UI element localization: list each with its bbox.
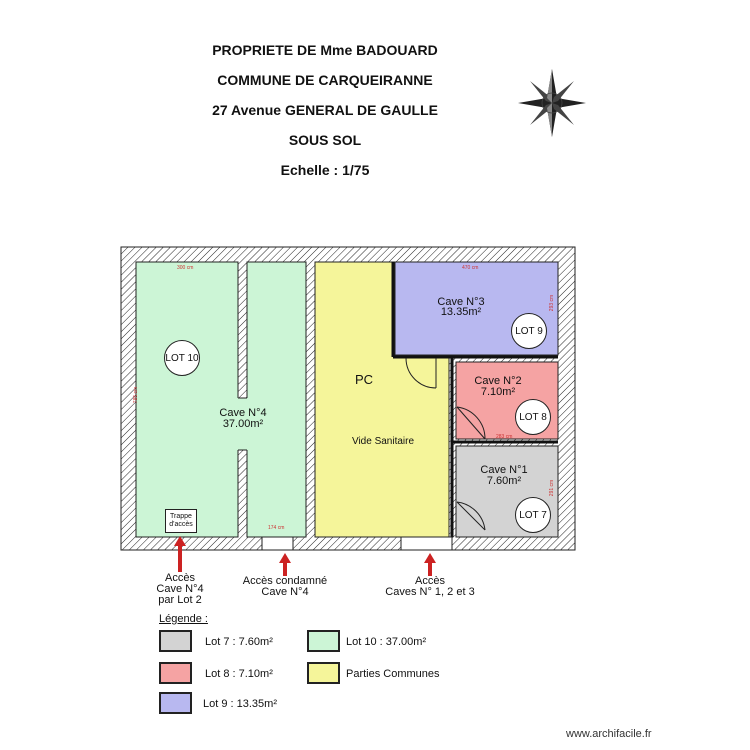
access-lot2-line1: Accès xyxy=(165,572,195,584)
access-caves-line2: Caves N° 1, 2 et 3 xyxy=(385,586,475,598)
trappe-acces: Trappe d'accès xyxy=(165,509,197,533)
dim-291: 291 cm xyxy=(549,479,556,497)
legend-title: Légende : xyxy=(159,613,208,625)
access-condamne-line2: Cave N°4 xyxy=(261,586,309,598)
access-lot2-line3: par Lot 2 xyxy=(158,594,202,606)
lot8-badge: LOT 8 xyxy=(515,399,551,435)
dim-174: 174 cm xyxy=(268,525,285,531)
lot10-badge: LOT 10 xyxy=(164,340,200,376)
legend-swatch-pc xyxy=(307,662,340,684)
title-commune: COMMUNE DE CARQUEIRANNE xyxy=(217,72,433,88)
legend-label-lot7: Lot 7 : 7.60m² xyxy=(205,636,273,648)
arrow-access-condamne xyxy=(279,553,291,576)
lot9-badge: LOT 9 xyxy=(511,313,547,349)
cave2-area: 7.10m² xyxy=(480,386,516,398)
title-owner: PROPRIETE DE Mme BADOUARD xyxy=(212,42,438,58)
door-cave1 xyxy=(456,501,486,531)
access-caves-line1: Accès xyxy=(415,575,445,587)
watermark: www.archifacile.fr xyxy=(566,728,652,740)
title-scale: Echelle : 1/75 xyxy=(280,162,370,178)
legend-label-lot8: Lot 8 : 7.10m² xyxy=(205,668,273,680)
cave1-area: 7.60m² xyxy=(486,475,522,487)
cave1-name: Cave N°1 xyxy=(480,464,528,476)
cave4-name: Cave N°4 xyxy=(219,407,267,419)
door-cave3 xyxy=(405,357,437,389)
dim-300: 300 cm xyxy=(177,265,194,271)
compass-rose-icon xyxy=(518,69,586,137)
legend-swatch-lot8 xyxy=(159,662,192,684)
legend-swatch-lot9 xyxy=(159,692,192,714)
room-cave4-left xyxy=(135,261,239,538)
legend-label-pc: Parties Communes xyxy=(346,668,440,680)
access-lot2-line2: Cave N°4 xyxy=(156,583,204,595)
legend-label-lot9: Lot 9 : 13.35m² xyxy=(203,698,277,710)
dim-293: 293 cm xyxy=(549,294,556,312)
arrow-access-lot2 xyxy=(174,536,186,572)
room-cave4-opening xyxy=(237,398,248,450)
access-condamne-line1: Accès condamné xyxy=(242,575,328,587)
dim-470: 470 cm xyxy=(462,265,479,271)
door-cave2 xyxy=(456,406,486,440)
legend-swatch-lot10 xyxy=(307,630,340,652)
dim-785: 785 cm xyxy=(133,386,140,404)
pc-code: PC xyxy=(354,372,374,387)
opening-cave4 xyxy=(261,536,294,551)
legend-label-lot10: Lot 10 : 37.00m² xyxy=(346,636,427,648)
pc-name: Vide Sanitaire xyxy=(351,436,415,447)
title-address: 27 Avenue GENERAL DE GAULLE xyxy=(212,102,438,118)
lot7-badge: LOT 7 xyxy=(515,497,551,533)
title-level: SOUS SOL xyxy=(288,132,362,148)
cave2-name: Cave N°2 xyxy=(474,375,522,387)
legend-swatch-lot7 xyxy=(159,630,192,652)
opening-caves xyxy=(400,536,453,551)
arrow-access-caves xyxy=(424,553,436,576)
room-cave4-right xyxy=(246,261,307,538)
cave4-area: 37.00m² xyxy=(222,418,264,430)
cave3-area: 13.35m² xyxy=(440,306,482,318)
dim-283: 283 cm xyxy=(496,434,513,440)
cave3-name: Cave N°3 xyxy=(437,296,485,308)
